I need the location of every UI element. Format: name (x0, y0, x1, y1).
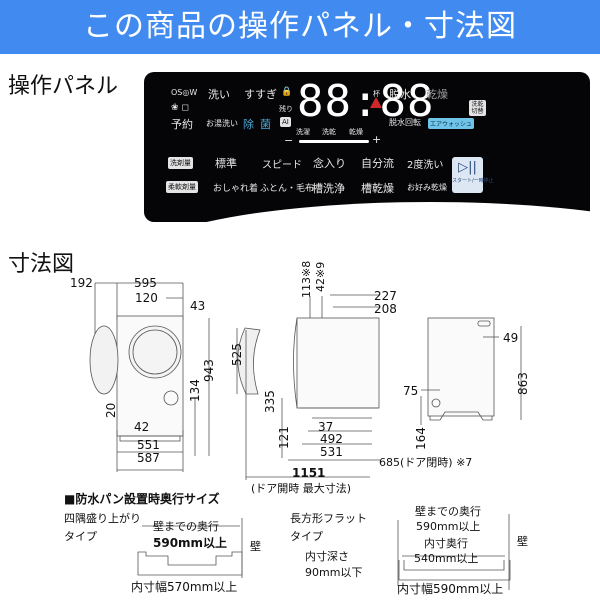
pan-type2-inner-depth-label: 内寸奥行 (424, 537, 468, 550)
pan-type2-inner-height-label: 内寸深さ (305, 550, 349, 563)
time-slider[interactable] (299, 140, 369, 143)
course-delicate[interactable]: おしゃれ着 (213, 184, 259, 194)
dim-side-offset: 43 (190, 299, 206, 313)
pan-type2-wall: 壁 (517, 535, 528, 548)
label-timer: 予約 (171, 118, 193, 131)
dim-door-bottom: 335 (263, 390, 277, 413)
ai-badge: AI (280, 117, 291, 127)
dim-depth-531: 531 (320, 445, 343, 459)
dim-depth-max: 1151 (292, 466, 326, 480)
dim-top-note2: 42※9 (314, 261, 327, 292)
dim-base-width: 587 (137, 451, 160, 465)
mode-dry: 乾燥 (349, 128, 363, 136)
label-jo: 除 (243, 118, 254, 131)
dim-foot-offset: 42 (134, 420, 150, 434)
course-custom-dry[interactable]: お好み乾燥 (407, 183, 447, 192)
pan-type1-name1: 四隅盛り上がり (64, 512, 141, 525)
pan-heading: ■防水パン設置時奥行サイズ (64, 492, 220, 506)
course-futon[interactable]: ふとん・毛布 (260, 184, 315, 194)
course-custom[interactable]: 自分流 (361, 157, 394, 170)
dim-foot-span: 551 (137, 438, 160, 452)
dim-drain-75: 75 (403, 384, 419, 398)
dim-foot-492: 492 (320, 432, 343, 446)
pan-type2-inner-height-value: 90mm以下 (305, 566, 363, 579)
course-tub-dry[interactable]: 槽乾燥 (361, 182, 394, 195)
lock-icon: 🔒 (281, 87, 293, 97)
dim-depth-max-note: (ドア開時 最大寸法) (251, 482, 352, 495)
mode-wash-dry: 洗乾 (322, 128, 336, 136)
dim-door-open: 192 (70, 276, 93, 290)
dim-foot-37: 37 (318, 420, 334, 434)
time-display: 88:88 (297, 76, 435, 127)
pan-type1-depth-label: 壁までの奥行 (153, 520, 219, 533)
play-pause-icon: ▷|| (458, 160, 477, 175)
dim-depth-closed: 685(ドア閉時) ※7 (379, 456, 473, 469)
label-kin: 菌 (260, 118, 271, 131)
wash-dry-switch-button[interactable]: 洗乾切替 (469, 100, 486, 116)
pan-type2-depth-value: 590mm以上 (416, 520, 481, 533)
control-panel-image (144, 72, 590, 222)
warning-icon (370, 97, 382, 108)
course-thorough[interactable]: 念入り (313, 157, 346, 170)
label-spin: 脱水 (389, 88, 411, 101)
plus-button[interactable]: + (372, 133, 382, 146)
status-icons: ❀ ◻ (171, 103, 189, 113)
label-dry: 乾燥 (426, 88, 448, 101)
dim-hose-208: 208 (374, 302, 397, 316)
pan-type2-width: 内寸幅590mm以上 (397, 582, 504, 596)
page-banner: この商品の操作パネル・寸法図 (0, 0, 600, 54)
start-pause-button[interactable]: ▷|| スタート/一時停止 (452, 157, 494, 193)
detergent-button[interactable]: 洗剤量 (168, 157, 193, 169)
start-pause-label: スタート/一時停止 (452, 178, 494, 184)
dim-drain-height: 134 (188, 379, 202, 402)
pan-type1-depth-value: 590mm以上 (153, 536, 228, 550)
course-double-wash[interactable]: 2度洗い (407, 160, 444, 171)
dim-foot-height: 20 (104, 402, 118, 418)
label-remaining: 残り (279, 105, 293, 113)
label-spin-rpm: 脱水回転 (389, 118, 421, 127)
pan-type2-name2: タイプ (290, 530, 323, 543)
airwash-badge: エアウォッシュ (428, 118, 475, 129)
dim-base-121: 121 (277, 426, 291, 449)
minus-button[interactable]: − (284, 134, 294, 147)
pan-type1-name2: タイプ (64, 530, 97, 543)
dim-width: 595 (134, 276, 157, 290)
dim-drain-164: 164 (414, 427, 428, 450)
pan-type2-name1: 長方形フラット (290, 512, 367, 525)
dim-top-note1: 113※8 (300, 260, 313, 298)
label-hot-wash: お湯洗い (206, 119, 238, 128)
dim-top-offset: 120 (135, 291, 158, 305)
pan-type1-wall: 壁 (250, 540, 261, 553)
label-wash: 洗い (208, 88, 230, 101)
pan-type2-depth-label: 壁までの奥行 (415, 505, 481, 518)
course-tub-clean[interactable]: 槽洗浄 (312, 182, 345, 195)
label-cup: 杯 (373, 90, 380, 98)
softener-button[interactable]: 柔軟剤量 (166, 181, 198, 193)
dim-door-height: 525 (230, 343, 244, 366)
pan-type2-inner-depth-value: 540mm以上 (414, 552, 479, 565)
dim-height-863: 863 (516, 372, 530, 395)
mode-wash: 洗濯 (296, 128, 310, 136)
dim-hose-227: 227 (374, 289, 397, 303)
course-speed[interactable]: スピード (262, 160, 302, 171)
course-icons: OS◎W (171, 88, 198, 97)
dim-height: 943 (202, 359, 216, 382)
pan-type1-width: 内寸幅570mm以上 (131, 580, 238, 594)
panel-section-title: 操作パネル (8, 74, 119, 99)
dim-inlet-49: 49 (503, 331, 519, 345)
label-rinse: すすぎ (244, 88, 277, 101)
dimensions-section-title: 寸法図 (8, 252, 75, 277)
course-standard[interactable]: 標準 (215, 157, 237, 170)
